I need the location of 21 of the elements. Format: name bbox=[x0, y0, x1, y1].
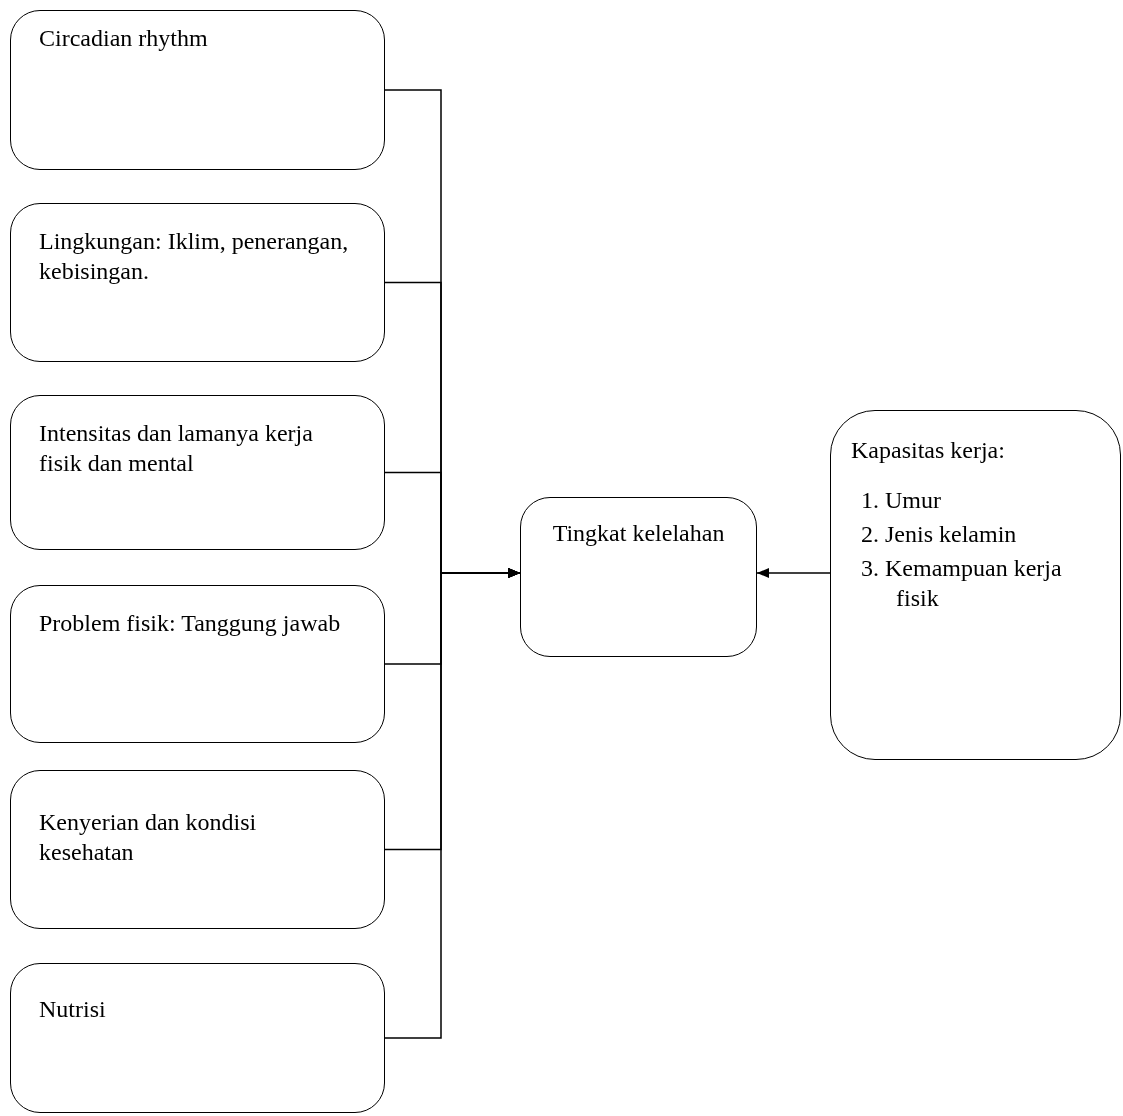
rounded-box bbox=[10, 203, 385, 362]
connector-arrow bbox=[384, 568, 521, 1039]
rounded-box bbox=[520, 497, 757, 657]
box-label: Intensitas dan lamanya kerja fisik dan mental bbox=[39, 419, 314, 478]
rounded-box bbox=[10, 395, 385, 550]
box-label: Circadian rhythm bbox=[39, 24, 209, 53]
box-label: Nutrisi bbox=[39, 995, 107, 1024]
rounded-box bbox=[10, 963, 385, 1113]
rounded-box bbox=[830, 410, 1121, 760]
list-item: 3. Kemampuan kerja fisik bbox=[861, 554, 1063, 613]
box-label: Problem fisik: Tanggung jawab bbox=[39, 609, 342, 638]
rounded-box bbox=[10, 770, 385, 929]
box-label: Lingkungan: Iklim, penerangan, kebisingan. bbox=[39, 227, 350, 286]
box-label: Kenyerian dan kondisi kesehatan bbox=[39, 808, 258, 867]
rounded-box bbox=[10, 585, 385, 743]
box-label: Tingkat kelelahan bbox=[551, 519, 726, 548]
connector-arrow bbox=[756, 568, 831, 578]
rounded-box bbox=[10, 10, 385, 170]
box-heading: Kapasitas kerja: bbox=[851, 436, 1006, 465]
list-item: 2. Jenis kelamin bbox=[861, 520, 1018, 549]
list-item: 1. Umur bbox=[861, 486, 942, 515]
